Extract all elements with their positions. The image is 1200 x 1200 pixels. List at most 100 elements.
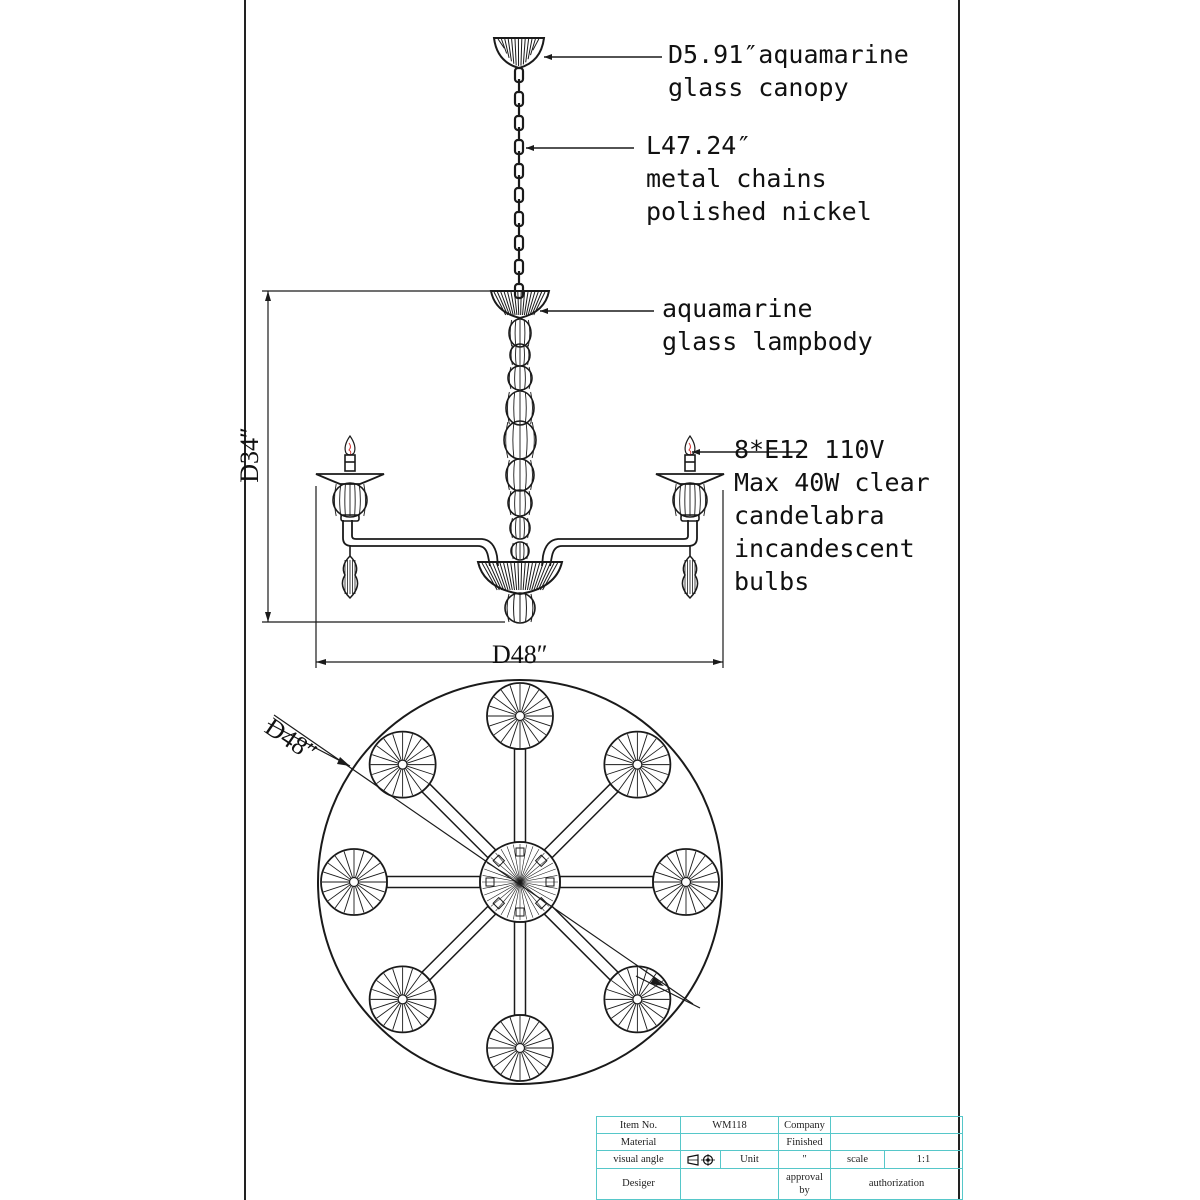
approval-label: approval by (778, 1167, 832, 1200)
stem-bead-rib (530, 459, 533, 491)
stem-bead-rib (508, 366, 512, 390)
plan-hub-rib (513, 881, 521, 920)
cup-rib (533, 291, 546, 316)
bowl-rib (520, 562, 523, 591)
plan-cup-rib (392, 769, 402, 796)
cup-rib (525, 291, 532, 316)
cup-rib (520, 291, 522, 316)
plan-hub-rib (513, 844, 521, 883)
candle-globe-rib (344, 483, 346, 517)
plan-cup-rib (521, 685, 531, 712)
cup-rib (522, 291, 526, 316)
bowl-rib (535, 562, 548, 591)
authorization-label: authorization (830, 1167, 964, 1200)
plan-cup-rib (638, 769, 648, 796)
candle-globe-rib (334, 483, 337, 517)
bowl-rib (506, 562, 513, 591)
plan-cup-rib (509, 720, 519, 747)
plan-cup-rib (638, 1003, 648, 1030)
bulbs-callout: 8*E12 110V Max 40W clear candelabra inca… (734, 433, 930, 598)
plan-cup-rib (641, 1001, 664, 1019)
plan-cup-rib (641, 745, 664, 763)
plan-cup-rib (356, 855, 374, 879)
plan-cup-rib (659, 862, 683, 880)
bowl-rib (495, 562, 507, 591)
plan-cup-rib (611, 1001, 634, 1019)
stem-bead-rib (525, 421, 528, 459)
stem-bead-rib (528, 366, 532, 390)
candle-globe (332, 482, 368, 518)
stem-bead-rib (507, 459, 510, 491)
cup-rib (517, 291, 520, 316)
canopy-rib (525, 38, 530, 63)
plan-cup (486, 682, 554, 750)
plan-cup-rib (627, 734, 637, 761)
plan-cup-rib (334, 885, 352, 909)
plan-cup-rib (666, 855, 684, 879)
plan-cup-rib (675, 886, 685, 913)
chain-callout-line-1: L47.24″ (646, 131, 752, 160)
plan-cup-rib (611, 980, 634, 997)
plan-hub-rib (495, 881, 521, 912)
canopy-rib (532, 38, 540, 51)
stem-bead-rib (527, 517, 530, 539)
bowl-rib (488, 562, 502, 591)
candle-globe-rib (339, 483, 342, 517)
plan-cup (368, 965, 437, 1034)
bottom-bead-rib (530, 593, 534, 623)
central-bowl (476, 561, 564, 624)
plan-cup-rib (489, 1037, 516, 1047)
plan-hub-rib (506, 881, 521, 918)
bowl-rib (522, 562, 526, 591)
plan-cup-rib (627, 1003, 637, 1030)
central-stem (503, 318, 537, 561)
stem-bead-rib (523, 319, 526, 347)
cup-rib (527, 291, 536, 316)
plan-cup-rib (323, 871, 350, 881)
visual-angle-value (680, 1150, 721, 1169)
pendant-drop (341, 554, 359, 600)
bobeche (315, 473, 385, 485)
plan-cup (603, 730, 672, 799)
plan-hub-rib (486, 881, 521, 902)
plan-cup-rib (523, 696, 547, 714)
bowl-rib (533, 562, 544, 591)
plan-cup-rib (509, 1052, 519, 1079)
finished-label: Finished (778, 1133, 832, 1152)
material-label: Material (596, 1133, 681, 1152)
plan-hub-rib (490, 881, 521, 907)
cup-rib (507, 291, 514, 316)
scale-label: scale (830, 1150, 886, 1169)
plan-view (267, 679, 723, 1085)
plan-cup-rib (638, 968, 648, 995)
plan-cup-rib (611, 745, 634, 763)
cup-rib (513, 291, 518, 316)
plan-cup-rib (489, 1049, 516, 1059)
plan-cup-rib (407, 989, 434, 999)
stem-bead-rib (512, 421, 515, 459)
plan-cup-rib (406, 767, 429, 784)
filament (688, 442, 692, 456)
plan-cup-rib (655, 871, 682, 881)
stem-bead-rib (524, 391, 527, 425)
plan-arm (513, 921, 527, 1016)
candle-globe-rib (674, 483, 677, 517)
plan-cup-rib (638, 734, 648, 761)
stem-bead-rib (523, 517, 525, 539)
bowl-rib (517, 562, 520, 591)
plan-cup-rib (689, 862, 713, 880)
plan-cup-rib (376, 980, 399, 997)
plan-cup-rib (641, 1000, 668, 1010)
plan-cup-rib (522, 1051, 540, 1075)
lampbody-cup (489, 290, 551, 320)
plan-hub-rib (519, 852, 545, 883)
cup-rib (531, 291, 543, 316)
stem-bead-rib (515, 344, 517, 366)
plan-cup-rib (406, 745, 429, 763)
stem-bead-rib (514, 319, 517, 347)
plan-cup-rib (509, 685, 519, 712)
stem-bead (509, 516, 531, 540)
cup-rib (523, 291, 529, 316)
plan-cup-rib (376, 1001, 399, 1019)
